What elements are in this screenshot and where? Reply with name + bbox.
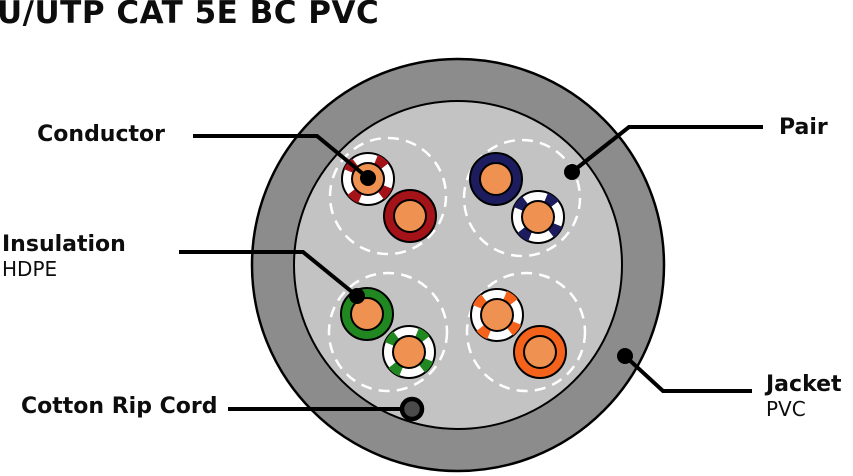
- jacket-material-text: PVC: [766, 397, 806, 422]
- leader-lines: [179, 125, 763, 411]
- wire-solid-blue-conductor: [479, 162, 513, 196]
- rip-cord-label-text: Cotton Rip Cord: [21, 394, 218, 419]
- wire-white-red-stripe-bands: [342, 153, 394, 205]
- jacket-label: Jacket PVC: [766, 372, 842, 422]
- wire-solid-red-conductor: [393, 199, 427, 233]
- insulation-label-text: Insulation: [2, 232, 126, 257]
- pair-guide-top-left: [328, 136, 448, 256]
- jacket-leader-dot: [617, 348, 633, 364]
- pair-leader-dot: [564, 164, 580, 180]
- rip-cord-label: Cotton Rip Cord: [21, 394, 218, 419]
- wire-solid-green-conductor: [350, 297, 384, 331]
- wire-white-green-stripe-conductor: [392, 335, 426, 369]
- jacket-leader-line: [623, 354, 752, 393]
- blue-pair: [469, 152, 565, 244]
- wire-solid-orange-conductor: [523, 335, 557, 369]
- wire-white-orange-stripe-conductor: [480, 298, 514, 332]
- pair-label: Pair: [779, 115, 828, 140]
- inner-filler: [293, 100, 623, 430]
- insulation-leader-dot: [349, 288, 365, 304]
- insulation-leader-line: [179, 250, 359, 298]
- pair-guide-bottom-right: [465, 271, 587, 393]
- pair-guide-bottom-left: [327, 271, 449, 393]
- wire-white-blue-stripe-bands: [512, 191, 564, 243]
- pair-leader-line: [570, 125, 763, 174]
- insulation-label: Insulation HDPE: [2, 232, 126, 282]
- insulation-material-text: HDPE: [2, 257, 58, 282]
- pair-label-text: Pair: [779, 115, 828, 140]
- leader-dots: [349, 164, 633, 364]
- wire-white-green-stripe-bands: [383, 326, 435, 378]
- pair-guides: [327, 136, 587, 393]
- green-pair: [340, 287, 436, 379]
- orange-pair: [470, 288, 567, 379]
- rip-cord: [399, 396, 425, 422]
- conductor-label: Conductor: [0, 122, 165, 147]
- diagram-title: U/UTP CAT 5E BC PVC: [0, 0, 380, 31]
- pair-guide-top-right: [462, 138, 582, 258]
- conductor-leader-line: [193, 134, 370, 180]
- wire-white-blue-stripe-conductor: [521, 200, 555, 234]
- conductor-leader-dot: [360, 170, 376, 186]
- conductor-label-text: Conductor: [37, 122, 165, 147]
- jacket-label-text: Jacket: [766, 372, 842, 397]
